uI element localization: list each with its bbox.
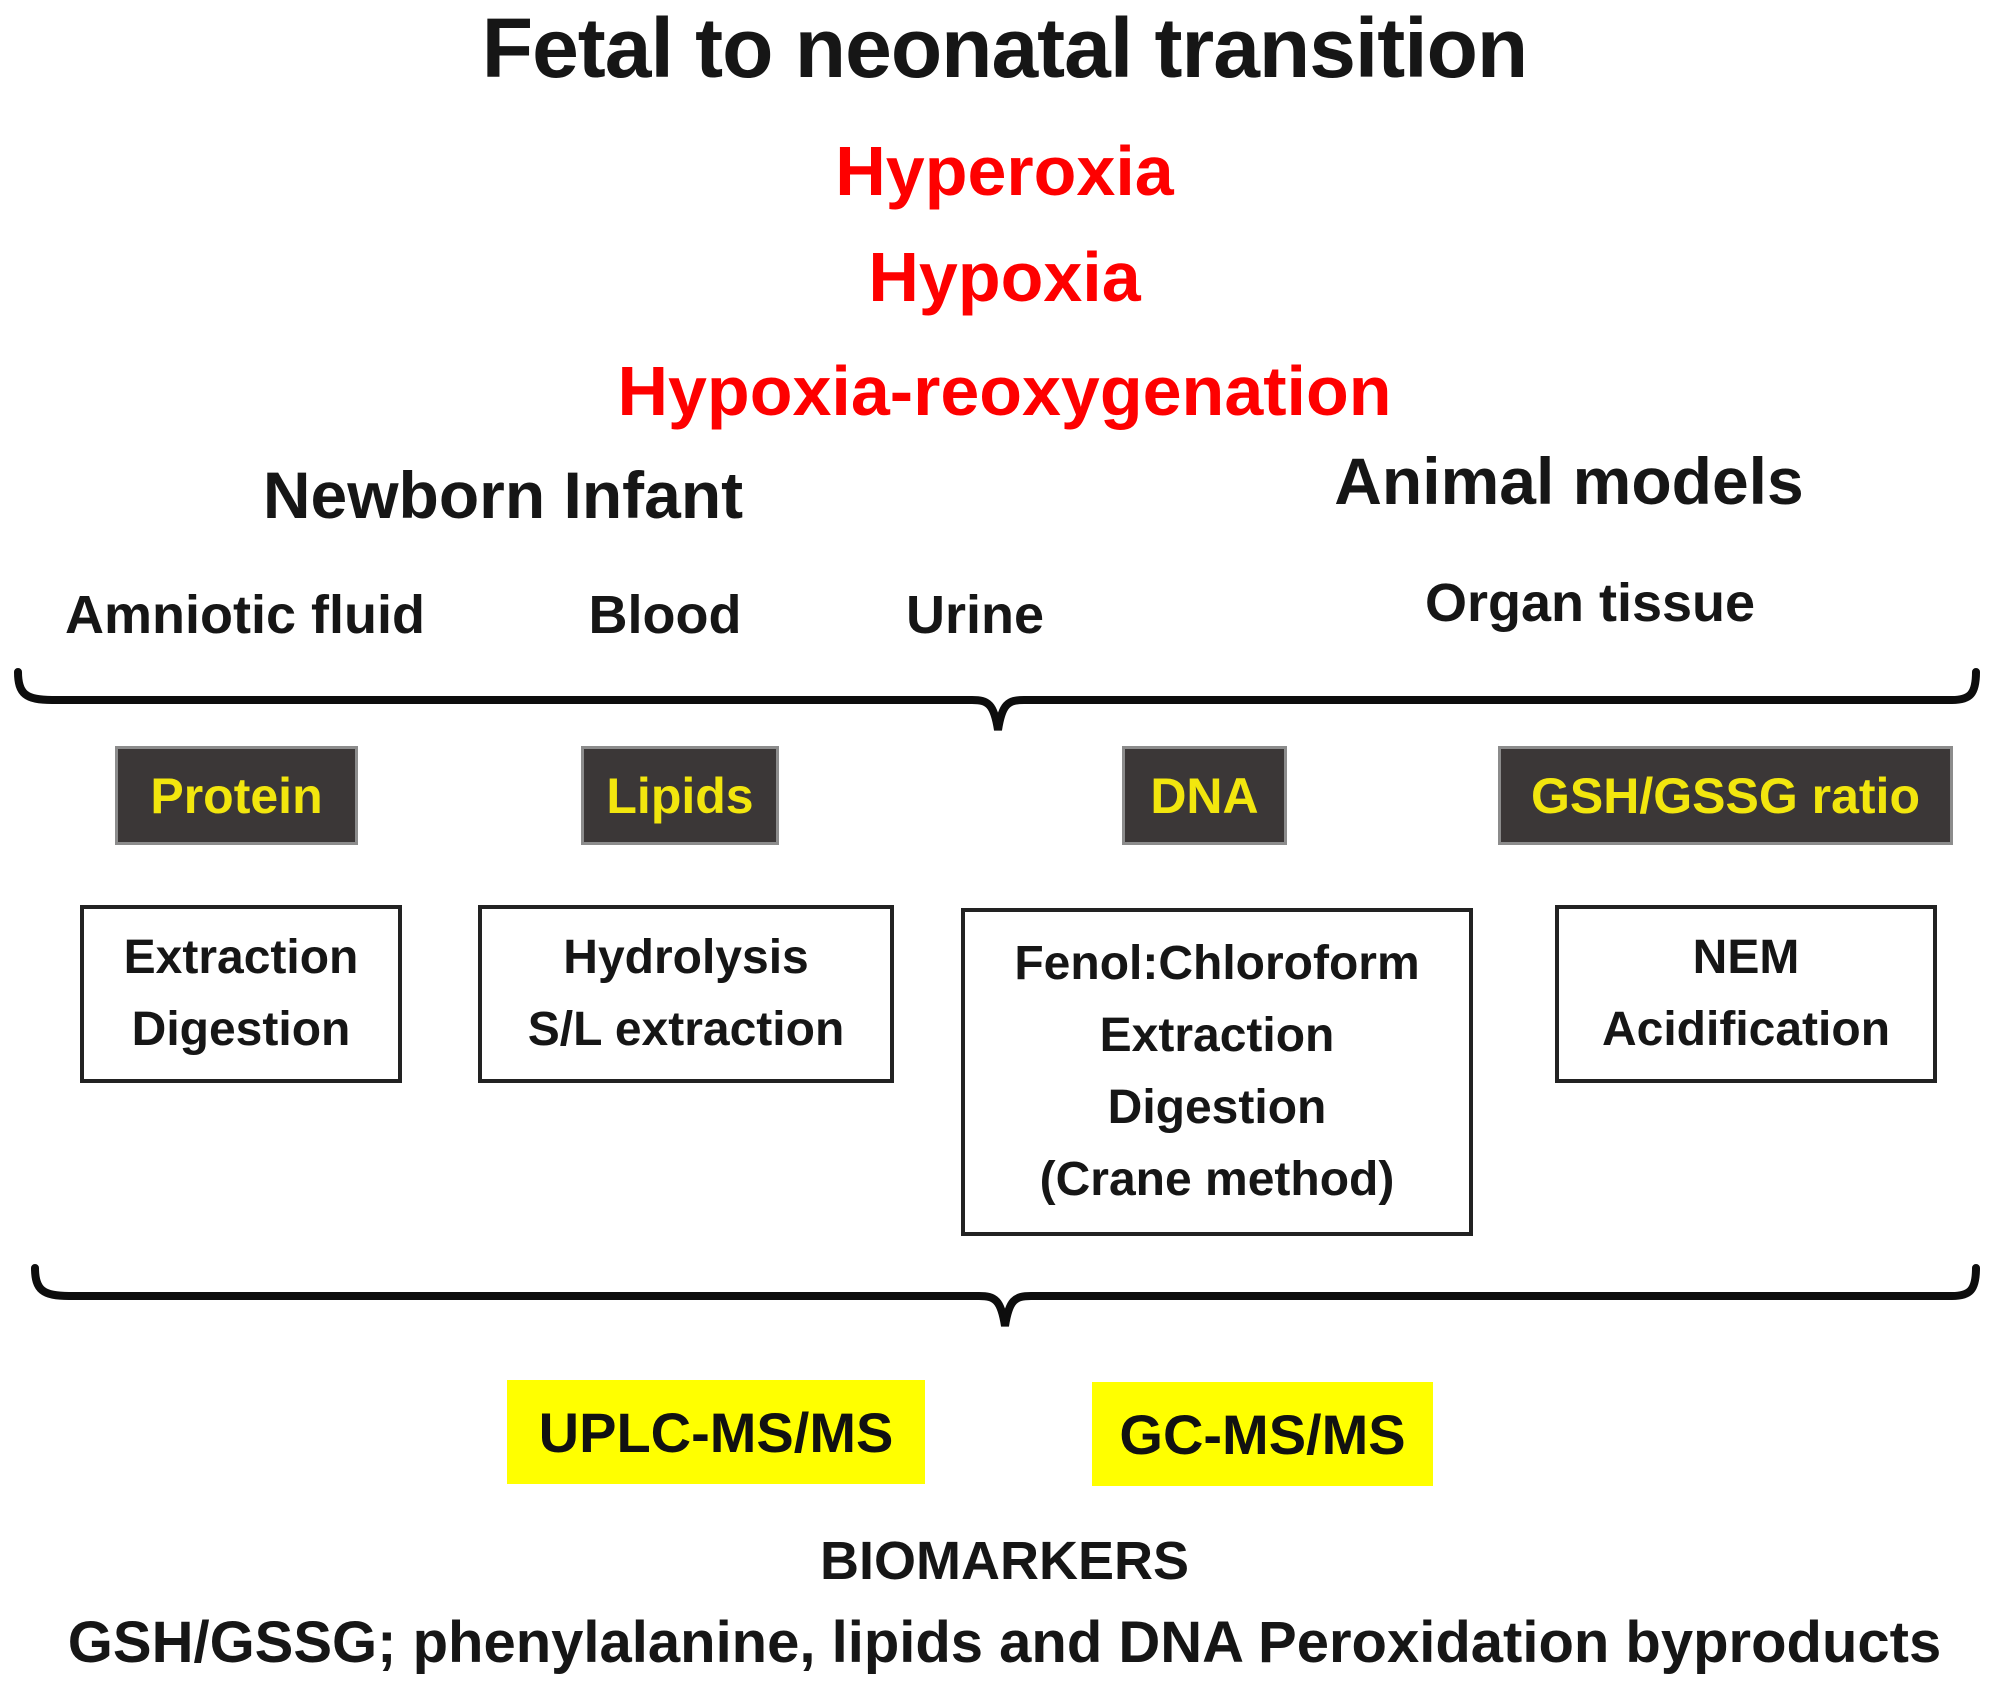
prep-line: Acidification xyxy=(1601,1003,1891,1056)
condition-hyperoxia: Hyperoxia xyxy=(835,132,1174,210)
biomarkers-detail: GSH/GSSG; phenylalanine, lipids and DNA … xyxy=(67,1610,1942,1675)
prep-box-gsh-gssg: NEM Acidification xyxy=(1555,905,1937,1083)
prep-line: (Crane method) xyxy=(1039,1153,1395,1206)
analyte-box-gsh-gssg-ratio: GSH/GSSG ratio xyxy=(1498,746,1953,845)
sample-amniotic-fluid: Amniotic fluid xyxy=(65,585,425,645)
instrument-label-uplc-msms: UPLC-MS/MS xyxy=(538,1400,894,1464)
analyte-box-dna: DNA xyxy=(1122,746,1287,845)
analyte-label-protein: Protein xyxy=(150,767,323,824)
prep-line: S/L extraction xyxy=(527,1003,845,1056)
page-title: Fetal to neonatal transition xyxy=(481,1,1528,95)
instrument-highlight-gc-msms: GC-MS/MS xyxy=(1092,1382,1433,1486)
prep-line: Digestion xyxy=(131,1003,351,1056)
prep-line: Extraction xyxy=(1099,1009,1335,1062)
prep-line: Hydrolysis xyxy=(563,931,809,984)
bottom-brace xyxy=(31,1264,1980,1327)
prep-line: Fenol:Chloroform xyxy=(1014,937,1420,990)
instrument-highlight-uplc-msms: UPLC-MS/MS xyxy=(507,1380,925,1484)
prep-box-dna: Fenol:Chloroform Extraction Digestion (C… xyxy=(961,908,1473,1236)
condition-hypoxia: Hypoxia xyxy=(868,238,1141,316)
biomarkers-heading: BIOMARKERS xyxy=(819,1531,1189,1591)
sample-organ-tissue: Organ tissue xyxy=(1424,573,1756,633)
prep-line: Digestion xyxy=(1107,1081,1327,1134)
source-animal-models: Animal models xyxy=(1334,444,1804,518)
prep-box-lipids: Hydrolysis S/L extraction xyxy=(478,905,894,1083)
sample-urine: Urine xyxy=(905,585,1045,645)
analyte-box-protein: Protein xyxy=(115,746,358,845)
prep-line: Extraction xyxy=(123,931,359,984)
sample-blood: Blood xyxy=(588,585,742,645)
source-newborn-infant: Newborn Infant xyxy=(262,458,744,532)
analyte-label-lipids: Lipids xyxy=(606,767,754,824)
condition-hypoxia-reoxygenation: Hypoxia-reoxygenation xyxy=(617,352,1392,430)
prep-line: NEM xyxy=(1692,931,1800,984)
top-brace xyxy=(14,668,1980,731)
analyte-label-dna: DNA xyxy=(1150,767,1259,824)
prep-box-protein: Extraction Digestion xyxy=(80,905,402,1083)
analyte-box-lipids: Lipids xyxy=(581,746,779,845)
instrument-label-gc-msms: GC-MS/MS xyxy=(1119,1402,1406,1466)
analyte-label-gsh-gssg-ratio: GSH/GSSG ratio xyxy=(1531,767,1920,824)
